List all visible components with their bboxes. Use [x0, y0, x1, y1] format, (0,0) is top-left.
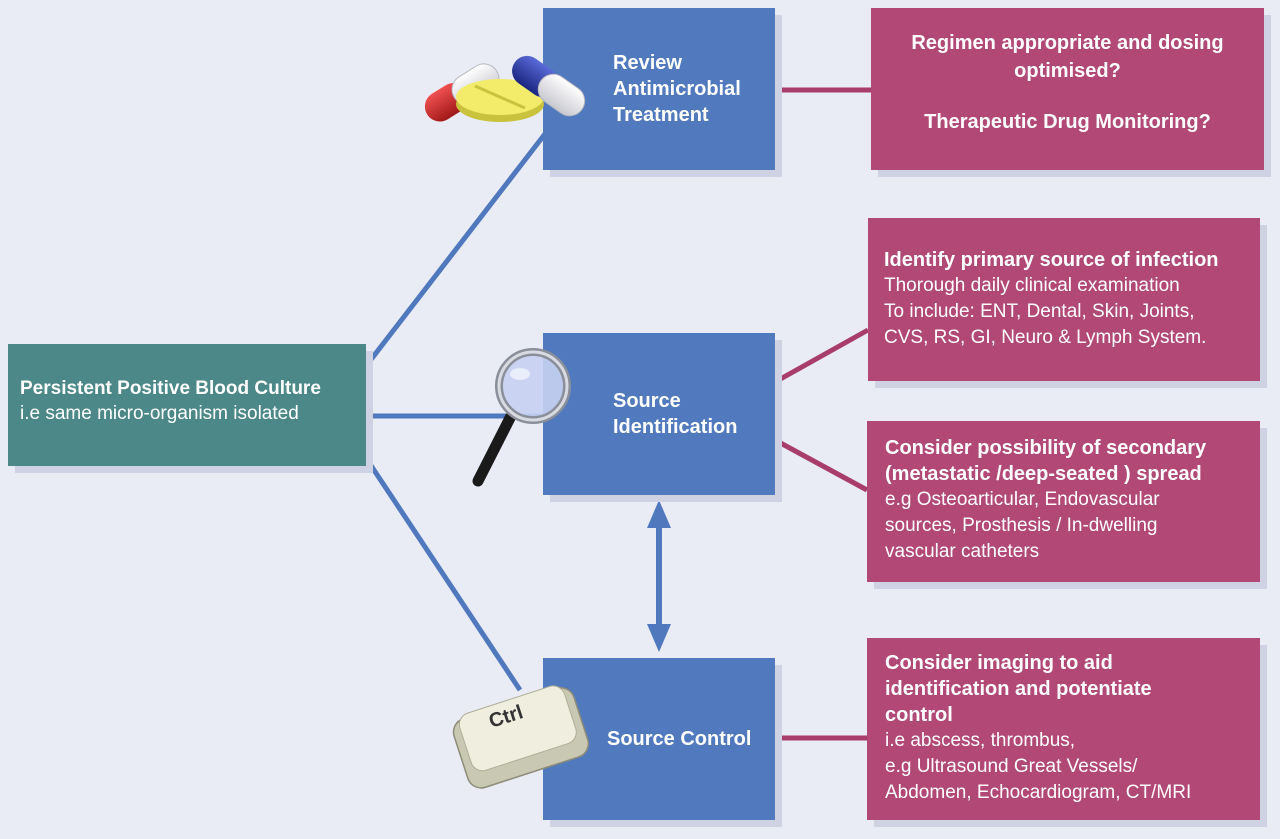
note-secondary-line: e.g Osteoarticular, Endovascular [885, 489, 1160, 510]
note-imaging-box: Consider imaging to aid identification a… [867, 638, 1260, 820]
step-identify-box: Source Identification [543, 333, 775, 495]
root-title: Persistent Positive Blood Culture [20, 378, 321, 399]
note-secondary-line: vascular catheters [885, 541, 1040, 562]
ctrl-key-icon: Ctrl [445, 680, 595, 790]
note-primary-title: Identify primary source of infection [884, 249, 1219, 271]
root-box: Persistent Positive Blood Culture i.e sa… [8, 344, 366, 466]
pills-icon [424, 55, 586, 122]
step-identify-label: Source Identification [613, 390, 738, 438]
note-primary-line: To include: ENT, Dental, Skin, Joints, [884, 301, 1195, 322]
note-primary-box: Identify primary source of infection Tho… [868, 218, 1260, 381]
connector-identify-primary [773, 327, 870, 385]
magnifying-glass-icon [472, 348, 571, 487]
note-review-line1: Regimen appropriate and dosing optimised… [911, 32, 1224, 82]
note-review-box: Regimen appropriate and dosing optimised… [871, 8, 1264, 170]
note-secondary-box: Consider possibility of secondary (metas… [867, 421, 1260, 582]
note-primary-line: CVS, RS, GI, Neuro & Lymph System. [884, 327, 1207, 348]
connector-root-control [363, 456, 523, 692]
note-secondary-line: sources, Prosthesis / In-dwelling [885, 515, 1158, 536]
note-imaging-line: Abdomen, Echocardiogram, CT/MRI [885, 782, 1192, 803]
note-review-line2: Therapeutic Drug Monitoring? [924, 111, 1211, 133]
step-review-box: Review Antimicrobial Treatment [543, 8, 775, 170]
note-imaging-line: i.e abscess, thrombus, [885, 730, 1076, 751]
step-review-label: Review Antimicrobial Treatment [613, 52, 741, 126]
note-primary-line: Thorough daily clinical examination [884, 275, 1180, 296]
root-subtitle: i.e same micro-organism isolated [20, 403, 299, 424]
note-imaging-line: e.g Ultrasound Great Vessels/ [885, 756, 1138, 777]
connector-identify-secondary [773, 437, 869, 493]
connector-root-review [364, 128, 550, 368]
note-imaging-title: Consider imaging to aid identification a… [885, 652, 1152, 726]
step-control-label: Source Control [607, 728, 752, 750]
double-arrow [647, 500, 671, 652]
note-secondary-title: Consider possibility of secondary (metas… [885, 437, 1207, 485]
